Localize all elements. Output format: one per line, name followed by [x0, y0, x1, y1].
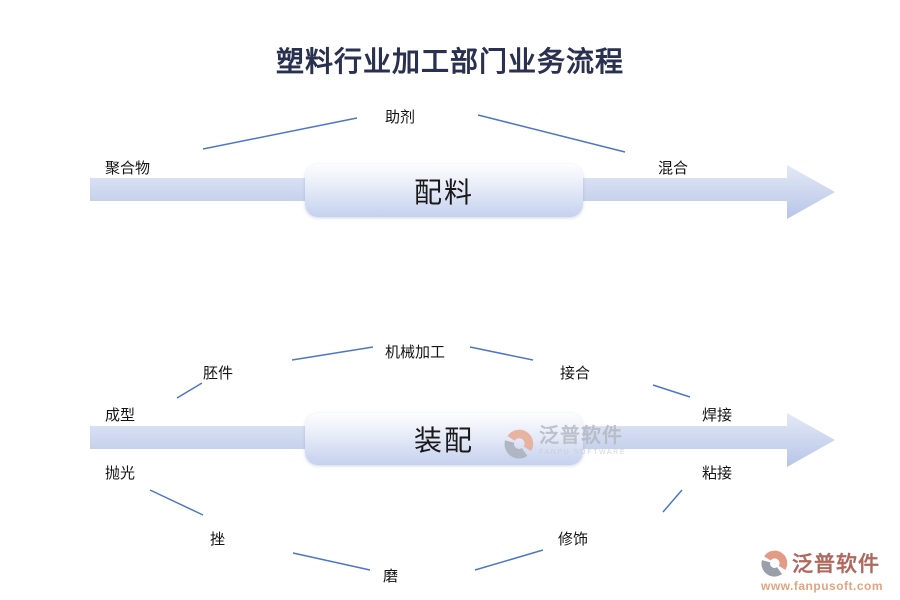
node-label-grinding: 磨 — [383, 568, 399, 585]
connector-polymer-additive — [202, 117, 358, 150]
node-label-filing: 挫 — [210, 531, 226, 548]
page-title: 塑料行业加工部门业务流程 — [275, 46, 624, 77]
center-watermark-brand: 泛普软件 — [539, 425, 623, 447]
connector-machining-joining — [469, 346, 534, 361]
stage-pill-assembly-label: 装配 — [413, 425, 474, 456]
node-label-joining: 接合 — [560, 365, 591, 382]
corner-logo-brand: 泛普软件 — [792, 553, 880, 576]
fanpu-logo-icon — [504, 429, 534, 459]
node-label-bonding: 粘接 — [702, 465, 733, 482]
node-label-mixing: 混合 — [658, 160, 689, 177]
connector-polishing-filing — [149, 489, 204, 516]
center-watermark-tagline: FANPU SOFTWARE — [539, 449, 627, 456]
fanpu-logo-icon — [761, 550, 788, 577]
stage-pill-batching-label: 配料 — [413, 176, 474, 208]
center-watermark: 泛普软件 FANPU SOFTWARE — [504, 424, 626, 460]
node-label-additive: 助剂 — [385, 109, 416, 126]
node-label-molding: 成型 — [105, 407, 136, 424]
connector-joining-welding — [652, 384, 691, 398]
connector-molding-blank — [176, 382, 203, 399]
node-label-finishing: 修饰 — [558, 531, 589, 548]
connector-blank-machining — [291, 346, 374, 361]
node-label-polymer: 聚合物 — [105, 160, 151, 177]
stage-pill-assembly: 装配 — [305, 413, 583, 465]
connector-additive-mixing — [477, 114, 626, 153]
connector-finishing-bonding — [662, 489, 683, 513]
connector-grinding-finishing — [474, 549, 544, 571]
node-label-welding: 焊接 — [702, 407, 733, 424]
node-label-polishing: 抛光 — [105, 465, 136, 482]
connector-filing-grinding — [292, 552, 371, 571]
node-label-machining: 机械加工 — [385, 344, 446, 361]
corner-logo: 泛普软件 www.fanpusoft.com — [761, 548, 883, 593]
corner-logo-url: www.fanpusoft.com — [761, 579, 884, 593]
stage-pill-batching: 配料 — [305, 164, 583, 217]
node-label-blank: 胚件 — [203, 365, 234, 382]
